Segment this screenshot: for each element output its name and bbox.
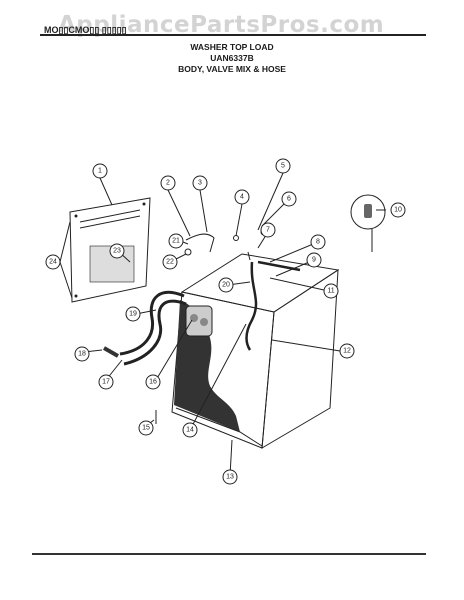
screw-part bbox=[233, 235, 239, 241]
callout-24: 24 bbox=[45, 254, 61, 270]
callout-20: 20 bbox=[218, 277, 234, 293]
svg-text:23: 23 bbox=[113, 248, 121, 255]
callout-8: 8 bbox=[310, 234, 326, 250]
svg-text:22: 22 bbox=[166, 259, 174, 266]
callout-11: 11 bbox=[323, 283, 339, 299]
callout-5: 5 bbox=[275, 158, 291, 174]
callout-6: 6 bbox=[281, 191, 297, 207]
callout-7: 7 bbox=[260, 222, 276, 238]
detail-view-circle bbox=[350, 194, 386, 230]
svg-text:19: 19 bbox=[129, 311, 137, 318]
callout-18: 18 bbox=[74, 346, 90, 362]
diagram-subtitle: BODY, VALVE MIX & HOSE bbox=[178, 64, 286, 74]
callout-2: 2 bbox=[160, 175, 176, 191]
footer-rule bbox=[32, 553, 426, 555]
washer-cabinet bbox=[171, 251, 340, 449]
svg-text:8: 8 bbox=[316, 239, 320, 246]
callout-12: 12 bbox=[339, 343, 355, 359]
callout-9: 9 bbox=[306, 252, 322, 268]
svg-text:18: 18 bbox=[78, 351, 86, 358]
diagram-title: WASHER TOP LOAD bbox=[190, 42, 274, 52]
svg-text:5: 5 bbox=[281, 163, 285, 170]
svg-text:11: 11 bbox=[327, 288, 334, 295]
callout-21: 21 bbox=[168, 233, 184, 249]
svg-text:20: 20 bbox=[222, 282, 230, 289]
callout-23: 23 bbox=[109, 243, 125, 259]
mixing-valve-assembly bbox=[185, 305, 213, 337]
watermark: AppliancePartsPros.com bbox=[58, 12, 385, 38]
header-rule bbox=[40, 34, 426, 36]
svg-text:4: 4 bbox=[240, 194, 244, 201]
detail-fitting bbox=[364, 204, 372, 218]
diagram-titles: WASHER TOP LOAD UAN6337B BODY, VALVE MIX… bbox=[0, 42, 464, 75]
svg-text:2: 2 bbox=[166, 180, 170, 187]
callout-16: 16 bbox=[145, 374, 161, 390]
callout-1: 1 bbox=[92, 163, 108, 179]
clip-part bbox=[184, 248, 192, 256]
svg-text:1: 1 bbox=[98, 168, 102, 175]
callout-4: 4 bbox=[234, 189, 250, 205]
bracket-part bbox=[185, 233, 215, 253]
svg-text:12: 12 bbox=[343, 348, 351, 355]
callout-17: 17 bbox=[98, 374, 114, 390]
svg-text:6: 6 bbox=[287, 196, 291, 203]
svg-text:10: 10 bbox=[394, 207, 402, 214]
svg-text:13: 13 bbox=[226, 474, 234, 481]
svg-text:16: 16 bbox=[149, 379, 157, 386]
svg-text:14: 14 bbox=[186, 427, 194, 434]
callout-14: 14 bbox=[182, 422, 198, 438]
svg-text:24: 24 bbox=[49, 259, 57, 266]
model-number: UAN6337B bbox=[210, 53, 254, 63]
svg-text:17: 17 bbox=[102, 379, 110, 386]
callout-22: 22 bbox=[162, 254, 178, 270]
callout-15: 15 bbox=[138, 420, 154, 436]
callout-13: 13 bbox=[222, 469, 238, 485]
svg-text:21: 21 bbox=[172, 238, 180, 245]
svg-text:9: 9 bbox=[312, 257, 316, 264]
svg-text:3: 3 bbox=[198, 180, 202, 187]
svg-text:7: 7 bbox=[266, 227, 270, 234]
svg-text:15: 15 bbox=[142, 425, 150, 432]
model-label: MO▯▯CMO▯▯ ▯▯▯▯▯ bbox=[44, 25, 127, 35]
callout-10: 10 bbox=[390, 202, 406, 218]
callout-19: 19 bbox=[125, 306, 141, 322]
leader-lines bbox=[59, 172, 386, 477]
callout-3: 3 bbox=[192, 175, 208, 191]
